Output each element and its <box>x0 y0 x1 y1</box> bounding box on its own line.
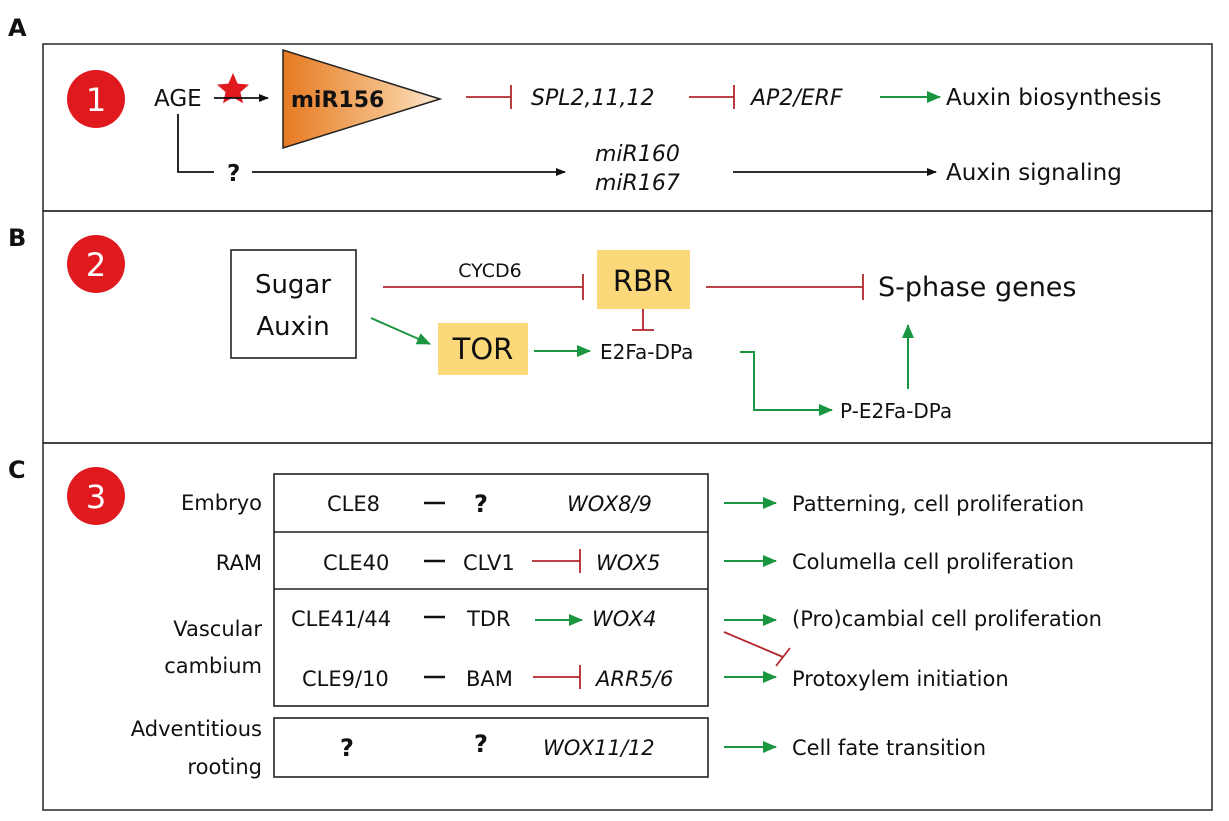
sugar-label: Sugar <box>255 270 331 300</box>
panel-letter-a: A <box>8 14 27 42</box>
sugar-to-tor-arrow <box>370 317 431 345</box>
mir156-triangle <box>282 48 443 150</box>
mir167-label: miR167 <box>595 171 680 196</box>
adv-out-label: Cell fate transition <box>792 736 986 760</box>
wox4-inhibits-protoxylem <box>723 631 784 658</box>
rooting-label: rooting <box>187 755 262 779</box>
ram-label: RAM <box>216 551 262 575</box>
adv-question-1: ? <box>340 734 354 762</box>
badge-3-label: 3 <box>86 478 106 516</box>
panel-a: 1 AGE miR156 SPL2,11,12 AP2/ERF Auxin bi… <box>67 48 1162 196</box>
ap2-erf-label: AP2/ERF <box>749 86 843 111</box>
panel-b: 2 Sugar Auxin CYCD6 RBR S-phase genes TO… <box>67 235 1076 423</box>
wox11-12-label: WOX11/12 <box>543 736 655 760</box>
age-lower-branch <box>177 114 214 173</box>
ram-out-label: Columella cell proliferation <box>792 550 1074 574</box>
embryo-out-label: Patterning, cell proliferation <box>792 492 1084 516</box>
mir156-label: miR156 <box>291 88 384 113</box>
vascular-label: Vascular <box>173 617 262 641</box>
bam-out-label: Protoxylem initiation <box>792 667 1009 691</box>
embryo-label: Embryo <box>181 491 262 515</box>
embryo-question: ? <box>474 490 488 518</box>
question-mark-a: ? <box>227 161 240 187</box>
cle8-label: CLE8 <box>327 492 380 516</box>
tor-label: TOR <box>452 332 514 366</box>
rbr-box <box>597 250 690 309</box>
panel-letter-c: C <box>8 456 26 484</box>
cle40-label: CLE40 <box>323 551 389 575</box>
e2fa-dpa-label: E2Fa-DPa <box>600 340 693 364</box>
clv1-label: CLV1 <box>463 551 515 575</box>
panel-c: 3 Embryo RAM Vascular cambium Adventitio… <box>67 467 1102 779</box>
tdr-label: TDR <box>466 607 511 631</box>
badge-2 <box>67 235 125 293</box>
badge-3 <box>67 467 125 525</box>
cycd6-label: CYCD6 <box>458 260 522 282</box>
arr5-6-label: ARR5/6 <box>594 667 673 691</box>
adventitious-label: Adventitious <box>131 717 262 741</box>
wox4-label: WOX4 <box>592 607 656 631</box>
p-e2fa-dpa-label: P-E2Fa-DPa <box>840 399 952 423</box>
tdr-out-label: (Pro)cambial cell proliferation <box>792 607 1102 631</box>
age-label: AGE <box>154 86 202 112</box>
spl-label: SPL2,11,12 <box>531 86 654 111</box>
auxin-biosynthesis-label: Auxin biosynthesis <box>946 85 1162 111</box>
badge-1-label: 1 <box>86 81 106 119</box>
cle9-10-label: CLE9/10 <box>302 667 389 691</box>
mir160-label: miR160 <box>595 142 680 167</box>
auxin-signaling-label: Auxin signaling <box>946 160 1122 186</box>
star-icon <box>217 73 249 104</box>
badge-2-label: 2 <box>86 246 106 284</box>
cle41-44-label: CLE41/44 <box>291 607 391 631</box>
bam-label: BAM <box>466 667 513 691</box>
badge-1 <box>67 70 125 128</box>
sphase-genes-label: S-phase genes <box>878 272 1076 303</box>
wox8-9-label: WOX8/9 <box>567 492 652 516</box>
panel-letter-b: B <box>8 224 26 252</box>
e2fa-to-pe2fa-arrow <box>740 351 833 416</box>
panel-b-frame <box>42 210 1213 444</box>
cle-wox-box <box>273 473 709 707</box>
adventitious-box <box>273 717 709 778</box>
adv-question-2: ? <box>474 730 488 758</box>
panel-c-frame <box>42 442 1213 811</box>
sugar-auxin-box <box>230 249 357 359</box>
tor-box <box>438 323 528 375</box>
cambium-label: cambium <box>164 654 262 678</box>
auxin-label: Auxin <box>256 312 329 342</box>
rbr-label: RBR <box>613 264 673 298</box>
wox5-label: WOX5 <box>596 551 660 575</box>
